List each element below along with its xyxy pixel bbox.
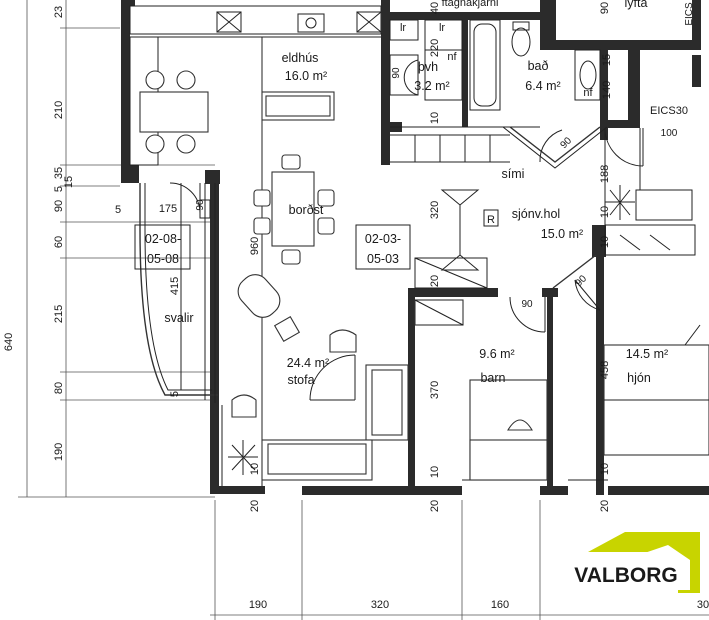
logo-text: VALBORG <box>574 564 677 587</box>
nf-label-2: nf <box>583 87 593 99</box>
room-phone-name: sími <box>502 167 525 181</box>
dim-bottom-320: 320 <box>371 599 389 611</box>
room-laundry-name: þvh <box>418 60 438 74</box>
dim-190-left: 190 <box>53 443 65 461</box>
dim-20c: 20 <box>249 500 261 512</box>
room-living-name: stofa <box>287 373 314 387</box>
dim-90: 90 <box>53 200 65 212</box>
dim-5a: 5 <box>115 204 121 216</box>
room-living-area: 24.4 m² <box>287 356 329 370</box>
furniture <box>139 11 635 481</box>
dim-35: 35 <box>53 167 65 179</box>
room-bath-name: bað <box>528 59 549 73</box>
dim-175: 175 <box>159 203 177 215</box>
room-master-area: 14.5 m² <box>626 347 668 361</box>
dim-bottom-160: 160 <box>491 599 509 611</box>
dim-bottom-30: 30 <box>697 599 709 611</box>
dim-140: 140 <box>601 81 613 99</box>
room-kitchen-name: eldhús <box>282 51 319 65</box>
dim-80: 80 <box>53 382 65 394</box>
room-tv-name: sjónv.hol <box>512 207 560 221</box>
room-laundry-area: 3.2 m² <box>414 79 449 93</box>
room-child-name: barn <box>480 371 505 385</box>
dim-15: 15 <box>601 54 613 66</box>
dim-60: 60 <box>53 236 65 248</box>
dim-370: 370 <box>429 381 441 399</box>
lr-label-1: lr <box>400 22 406 34</box>
dim-20b: 20 <box>429 500 441 512</box>
room-balcony-name: svalir <box>164 311 193 325</box>
dim-210: 210 <box>53 101 65 119</box>
dim-188: 188 <box>599 165 611 183</box>
door-code-left-1: 02-08- <box>145 232 181 246</box>
door-class-label: EICS30 <box>650 105 688 117</box>
eic-partial-label: EICS <box>684 2 695 26</box>
door-code-main-1: 02-03- <box>365 232 401 246</box>
dim-5b: 5 <box>169 391 181 397</box>
room-bath-area: 6.4 m² <box>525 79 560 93</box>
dim-10f: 10 <box>249 463 261 475</box>
dim-10d: 10 <box>599 236 611 248</box>
dim-90-bal: 90 <box>195 199 206 211</box>
interior-dimensions: 960 415 175 5 5 90 90 220 40 10 320 20 3… <box>63 2 678 512</box>
room-child-area: 9.6 m² <box>479 347 514 361</box>
bottom-dimension-chain <box>210 500 709 620</box>
dim-5: 5 <box>53 186 65 192</box>
dim-320: 320 <box>429 201 441 219</box>
doors <box>169 59 644 401</box>
room-elevator-name: lyfta <box>625 0 648 10</box>
dim-10b: 10 <box>429 466 441 478</box>
dim-10c: 10 <box>599 206 611 218</box>
dim-10e: 10 <box>599 463 611 475</box>
valborg-logo: VALBORG <box>560 522 706 600</box>
nf-label-1: nf <box>447 51 457 63</box>
dim-total-640: 640 <box>3 333 15 351</box>
dim-90-child: 90 <box>521 299 533 310</box>
room-vent-label: ftagnakjarni <box>442 0 499 9</box>
room-master-name: hjón <box>627 371 651 385</box>
small-labels: lr lr nf nf R 02-08- 05-08 02-03- 05-03 <box>134 22 594 270</box>
dim-15-top: 15 <box>63 176 75 188</box>
dim-415: 415 <box>169 277 181 295</box>
dim-40: 40 <box>429 2 441 14</box>
lr-label-2: lr <box>439 22 445 34</box>
dim-220: 220 <box>429 39 441 57</box>
dim-100: 100 <box>661 128 678 139</box>
dim-bottom-190: 190 <box>249 599 267 611</box>
door-code-left-2: 05-08 <box>147 252 179 266</box>
r-box-label: R <box>487 214 495 226</box>
dim-23: 23 <box>53 6 65 18</box>
room-labels: eldhús 16.0 m² þvh 3.2 m² bað 6.4 m² bor… <box>164 0 695 387</box>
dim-90-thv: 90 <box>391 67 402 79</box>
room-kitchen-area: 16.0 m² <box>285 69 327 83</box>
dim-10a: 10 <box>429 112 441 124</box>
dim-20a: 20 <box>429 275 441 287</box>
door-code-main-2: 05-03 <box>367 252 399 266</box>
interior-lines <box>129 5 709 486</box>
left-dimension-chain <box>18 0 215 498</box>
dim-960: 960 <box>249 237 261 255</box>
dim-90-top: 90 <box>599 2 611 14</box>
dim-20d: 20 <box>599 500 611 512</box>
room-dining-name: borðst <box>289 203 324 217</box>
room-tv-area: 15.0 m² <box>541 227 583 241</box>
dim-458: 458 <box>599 361 611 379</box>
dim-215: 215 <box>53 305 65 323</box>
